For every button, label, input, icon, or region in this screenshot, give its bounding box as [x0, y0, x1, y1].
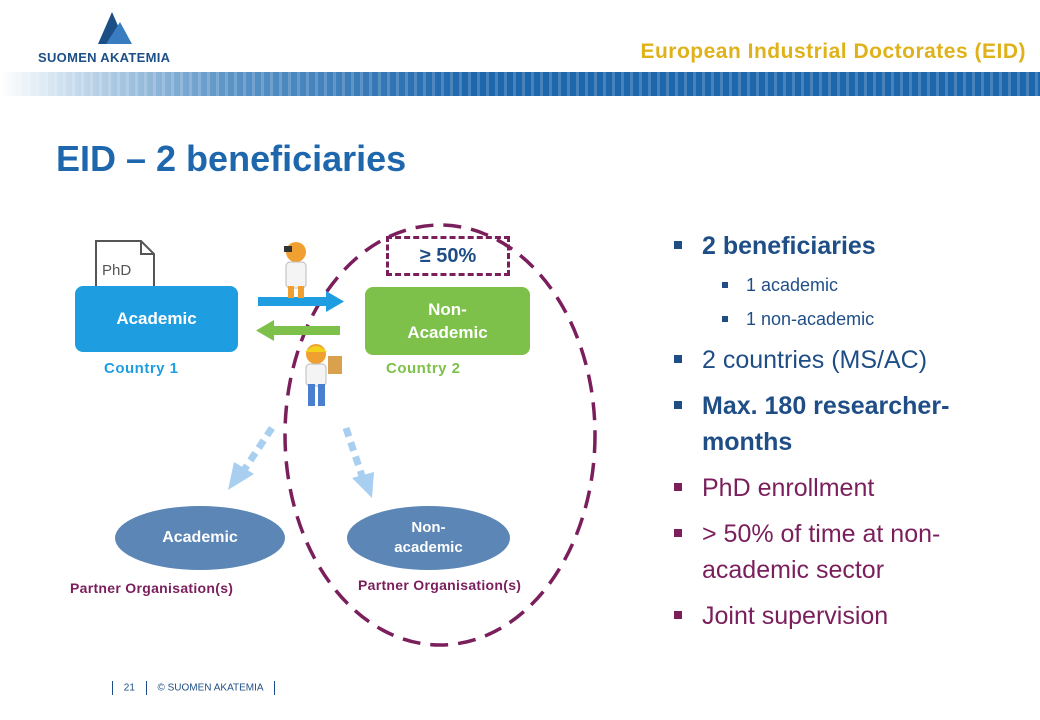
bullet-item: 2 countries (MS/AC): [672, 342, 1012, 378]
bullet-item: 2 beneficiaries: [672, 228, 1012, 264]
bullet-text-line1: Max. 180 researcher-: [702, 392, 950, 420]
square-bullet-icon: [674, 529, 682, 537]
phd-document-icon: [95, 240, 155, 287]
dashed-arrow-down-left-icon: [228, 426, 275, 490]
academic-partner-ellipse: Academic: [115, 506, 285, 570]
square-bullet-icon: [722, 316, 728, 322]
bullet-text: 2 countries (MS/AC): [702, 346, 928, 374]
nonacademic-partner-label-line2: academic: [394, 539, 463, 556]
footer: 21 © SUOMEN AKATEMIA: [104, 681, 283, 695]
logo-text: SUOMEN AKATEMIA: [38, 50, 171, 65]
square-bullet-icon: [674, 355, 682, 363]
dashed-arrow-down-right-icon: [342, 426, 374, 498]
nonacademic-partner-label-line1: Non-: [411, 519, 446, 536]
sub-bullet-text: 1 non-academic: [746, 309, 875, 329]
bullet-item: Joint supervision: [672, 598, 1012, 634]
square-bullet-icon: [674, 483, 682, 491]
nonacademic-box-label-line1: Non-: [428, 300, 467, 319]
bullet-text-line2: months: [702, 428, 793, 456]
country-2-label: Country 2: [386, 360, 461, 377]
sub-bullet-text: 1 academic: [746, 275, 839, 295]
arrow-left-icon: [256, 320, 340, 341]
nonacademic-beneficiary-box: Non- Academic: [365, 287, 530, 355]
logo-triangle-icon: [98, 12, 132, 44]
bullet-text-line1: > 50% of time at non-: [702, 520, 941, 548]
square-bullet-icon: [674, 241, 682, 249]
worker-figure-icon: [305, 344, 342, 406]
academic-partner-label: Academic: [162, 529, 238, 546]
phd-label: PhD: [102, 262, 132, 279]
sub-bullet-item: 1 academic: [672, 272, 1012, 298]
bullet-text: Joint supervision: [702, 602, 889, 630]
sub-bullet-item: 1 non-academic: [672, 306, 1012, 332]
page-title: EID – 2 beneficiaries: [56, 138, 407, 179]
copyright-text: © SUOMEN AKATEMIA: [157, 682, 264, 694]
bullet-item: PhD enrollment: [672, 470, 1012, 506]
bullet-item: > 50% of time at non- academic sector: [672, 516, 1012, 588]
country-1-label: Country 1: [104, 360, 179, 377]
square-bullet-icon: [674, 611, 682, 619]
bullet-list: 2 beneficiaries 1 academic 1 non-academi…: [672, 228, 1012, 644]
bullet-text-line2: academic sector: [702, 556, 885, 584]
footer-divider: [112, 681, 113, 695]
partner-organisation-label: Partner Organisation(s): [358, 577, 522, 593]
bullet-text: PhD enrollment: [702, 474, 875, 502]
nonacademic-box-label-line2: Academic: [407, 323, 488, 342]
partner-organisation-label: Partner Organisation(s): [70, 580, 234, 596]
square-bullet-icon: [722, 282, 728, 288]
academic-box-label: Academic: [116, 309, 197, 328]
suomen-akatemia-logo: SUOMEN AKATEMIA: [38, 8, 208, 72]
bullet-text: 2 beneficiaries: [702, 232, 876, 260]
header-title: European Industrial Doctorates (EID): [640, 40, 1026, 63]
nonacademic-partner-ellipse: Non- academic: [347, 506, 510, 570]
footer-divider: [273, 681, 275, 695]
percent-badge: ≥ 50%: [386, 236, 510, 276]
page-number: 21: [123, 682, 135, 694]
square-bullet-icon: [674, 401, 682, 409]
researcher-figure-icon: [284, 242, 307, 298]
header-band: [0, 72, 1040, 96]
academic-beneficiary-box: Academic: [75, 286, 238, 352]
bullet-item: Max. 180 researcher- months: [672, 388, 1012, 460]
non-academic-dashed-ellipse: [283, 223, 597, 647]
footer-divider: [145, 681, 147, 695]
arrow-right-icon: [258, 291, 344, 312]
